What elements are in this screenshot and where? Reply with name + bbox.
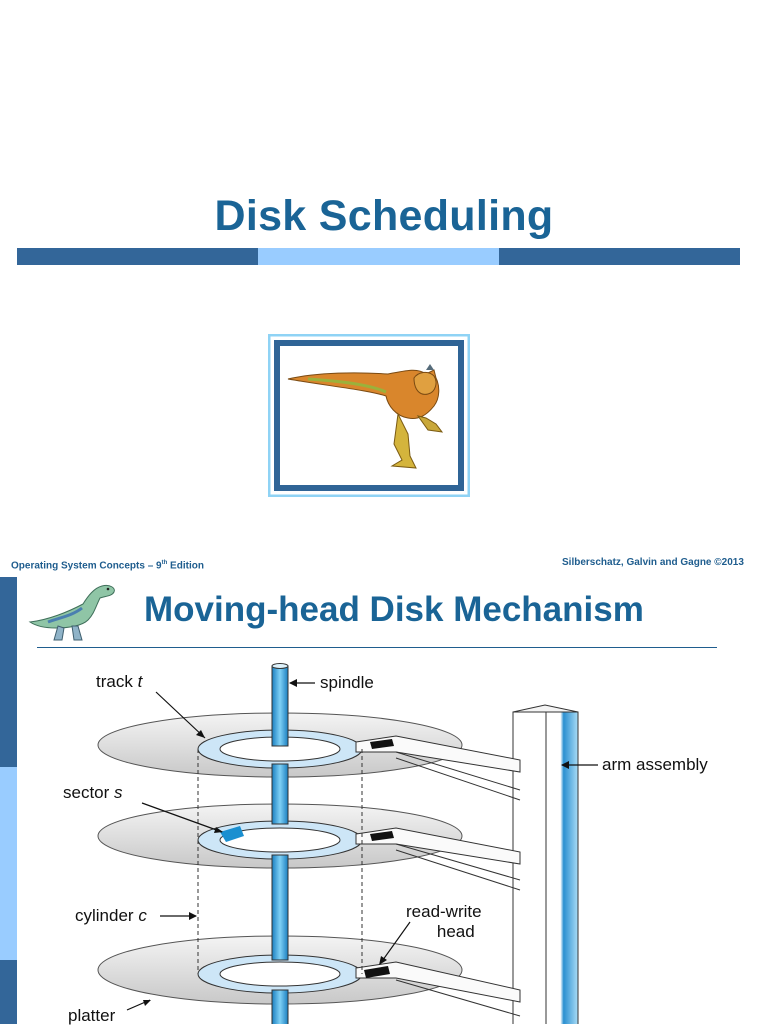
label-sector-var: s [114, 783, 123, 802]
slide-2-title-rule [37, 647, 717, 648]
left-bar-dark-top [0, 577, 17, 767]
label-read-write-head: read-write head [406, 902, 482, 942]
label-platter: platter [68, 1006, 116, 1025]
slide-2-title: Moving-head Disk Mechanism [144, 590, 644, 629]
label-spindle: spindle [320, 673, 374, 692]
footer-authors: Silberschatz, Galvin and Gagne ©2013 [562, 557, 744, 568]
title-bar-light [258, 248, 499, 265]
slide-1: Disk Scheduling [17, 192, 740, 498]
footer-book-title-text: Operating System Concepts – 9 [11, 560, 162, 572]
title-bar-dark-right [499, 248, 740, 265]
label-sector: sector s [63, 783, 123, 803]
label-track: track t [96, 672, 142, 692]
dinosaur-logo-icon [267, 333, 471, 498]
footer-edition-text: Edition [167, 560, 204, 572]
label-cylinder-var: c [138, 906, 147, 925]
title-bar-dark-left [17, 248, 258, 265]
left-bar-light [0, 767, 17, 960]
footer-edition-sup: th [161, 560, 168, 566]
label-read-write-line1: read-write [406, 902, 482, 921]
label-cylinder: cylinder c [75, 906, 147, 926]
label-track-text: track [96, 672, 138, 691]
slide-1-title: Disk Scheduling [214, 192, 554, 240]
footer-book-title: Operating System Concepts – 9th Edition [11, 560, 204, 571]
label-read-write-line2: head [436, 922, 475, 941]
disk-mechanism-diagram [0, 650, 768, 1029]
label-cylinder-text: cylinder [75, 906, 139, 925]
label-track-var: t [137, 672, 143, 691]
small-dinosaur-icon [28, 582, 118, 644]
label-arm-assembly: arm assembly [602, 755, 708, 774]
label-sector-text: sector [63, 783, 115, 802]
left-bar-dark-bottom [0, 960, 17, 1024]
